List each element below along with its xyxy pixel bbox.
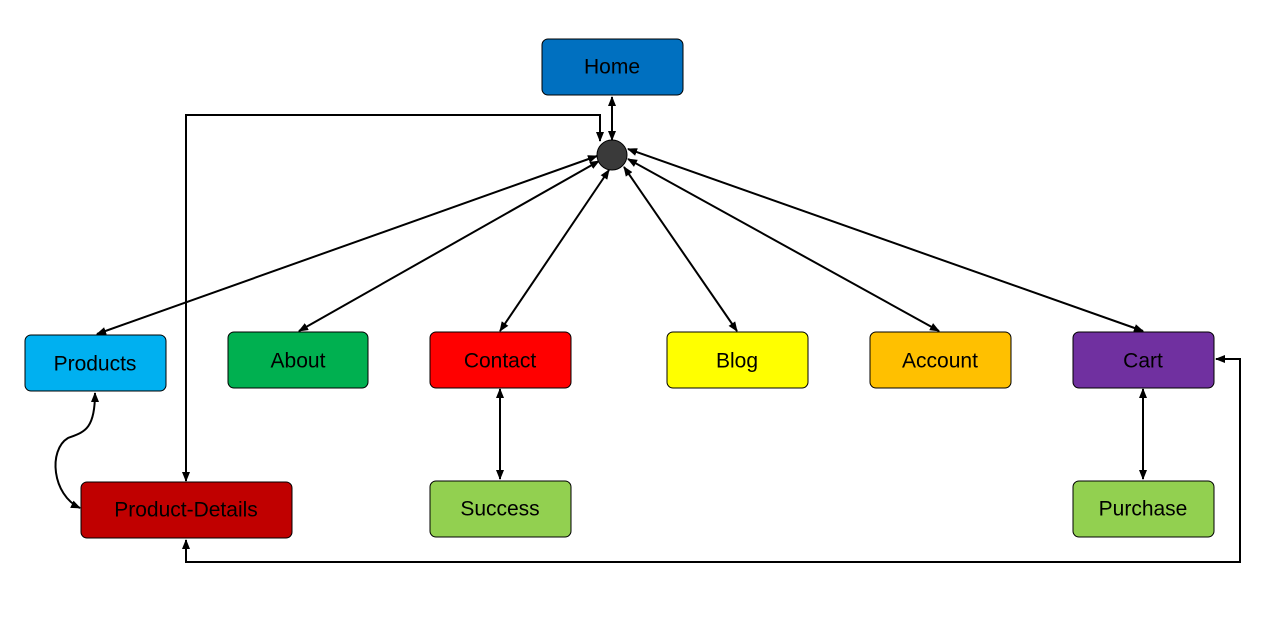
node-account: Account	[869, 331, 1012, 389]
node-product-details-label: Product-Details	[114, 499, 258, 522]
node-blog-label: Blog	[716, 350, 758, 373]
edge-hub-cart	[627, 148, 1144, 332]
edge-products-product-details	[54, 392, 99, 509]
edge-hub-account	[627, 158, 940, 332]
node-about-label: About	[271, 350, 326, 373]
node-products: Products	[24, 334, 167, 392]
edge-hub-contact	[499, 169, 610, 332]
node-cart: Cart	[1072, 331, 1215, 389]
edges	[54, 96, 1241, 563]
node-purchase-label: Purchase	[1099, 498, 1188, 521]
node-home: Home	[541, 38, 684, 96]
node-account-label: Account	[902, 350, 978, 373]
node-success: Success	[429, 480, 572, 538]
node-products-label: Products	[54, 353, 137, 376]
edge-hub-blog	[623, 166, 738, 332]
node-product-details: Product-Details	[80, 481, 293, 539]
edge-hub-products	[96, 155, 598, 335]
node-purchase: Purchase	[1072, 480, 1215, 538]
edge-product-details-hub	[182, 114, 604, 482]
node-cart-label: Cart	[1123, 350, 1163, 373]
node-contact-label: Contact	[464, 350, 537, 373]
node-contact: Contact	[429, 331, 572, 389]
node-success-label: Success	[460, 498, 539, 521]
node-home-label: Home	[584, 56, 640, 79]
edge-cart-product-details	[182, 355, 1241, 563]
node-blog: Blog	[666, 331, 809, 389]
node-about: About	[227, 331, 369, 389]
hub-node	[596, 139, 628, 171]
